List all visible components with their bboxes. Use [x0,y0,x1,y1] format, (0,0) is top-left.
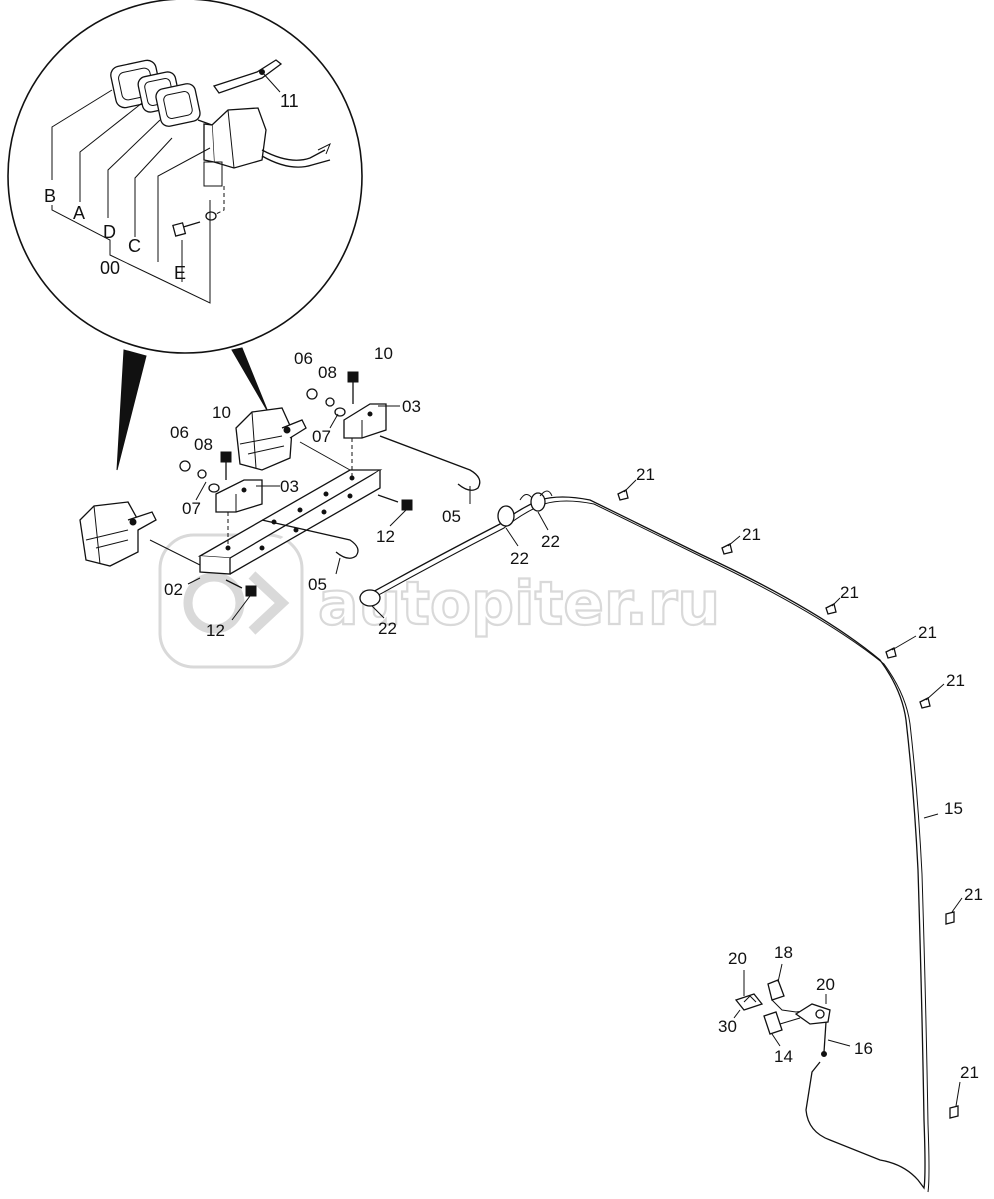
label-C: C [128,236,141,256]
part-labels: 06 08 10 03 07 06 08 10 03 07 12 05 02 0… [164,344,983,1082]
lens-rings [110,59,201,127]
inset-washer [205,211,217,221]
j-bolt-05-right [379,435,481,491]
label-22-c: 22 [378,619,397,638]
hardware-left [179,451,232,493]
label-21-b: 21 [742,525,761,544]
label-03-right: 03 [402,397,421,416]
label-10-left: 10 [212,403,231,422]
label-08-left: 08 [194,435,213,454]
watermark-text: autopiter.ru [318,569,720,639]
right-lamp [235,407,351,471]
j-bolt-05-left [261,519,359,559]
label-A: A [73,203,85,223]
mounting-bar-02 [197,469,383,575]
label-16: 16 [854,1039,873,1058]
label-30: 30 [718,1017,737,1036]
label-E: E [174,263,186,283]
left-lamp [79,501,201,567]
inset-pointer-right [231,347,269,413]
label-06-left: 06 [170,423,189,442]
label-22-b: 22 [541,532,560,551]
inset-lamp [197,107,331,187]
label-11: 11 [280,91,299,111]
switch-assembly [734,979,831,1057]
label-08-right: 08 [318,363,337,382]
label-21-c: 21 [840,583,859,602]
inset-circle [7,0,363,354]
label-02: 02 [164,580,183,599]
label-21-g: 21 [960,1063,979,1082]
label-22-a: 22 [510,549,529,568]
autopiter-logo-icon [158,533,304,669]
label-05-left: 05 [308,575,327,594]
label-07-left: 07 [182,499,201,518]
bracket-11 [212,59,283,94]
label-14: 14 [774,1047,793,1066]
clamp-22-a [359,589,381,607]
clamp-22-b [497,505,515,527]
label-21-d: 21 [918,623,937,642]
label-D: D [103,222,116,242]
inset-bolt [172,221,201,237]
bolts-12 [225,494,413,597]
label-12-left: 12 [206,621,225,640]
harness-15 [359,489,959,1193]
label-07-right: 07 [312,427,331,446]
leader-lines [187,405,963,1107]
label-15: 15 [944,799,963,818]
label-05-right: 05 [442,507,461,526]
label-B: B [44,186,56,206]
watermark: autopiter.ru [158,533,721,669]
label-03-left: 03 [280,477,299,496]
label-18: 18 [774,943,793,962]
bracket-03-left [215,479,263,548]
lamp-assembly [79,371,481,597]
clips-21 [617,489,959,1119]
label-21-e: 21 [946,671,965,690]
label-20-left: 20 [728,949,747,968]
label-21-a: 21 [636,465,655,484]
label-00: 00 [100,258,120,278]
bracket-03-right [343,403,387,478]
label-10-right: 10 [374,344,393,363]
label-21-f: 21 [964,885,983,904]
label-20-right: 20 [816,975,835,994]
clamp-22-c [530,492,546,512]
label-12-right: 12 [376,527,395,546]
detail-inset: 11 B A D C 00 E [7,0,363,471]
label-06-right: 06 [294,349,313,368]
inset-pointer-left [116,349,147,471]
